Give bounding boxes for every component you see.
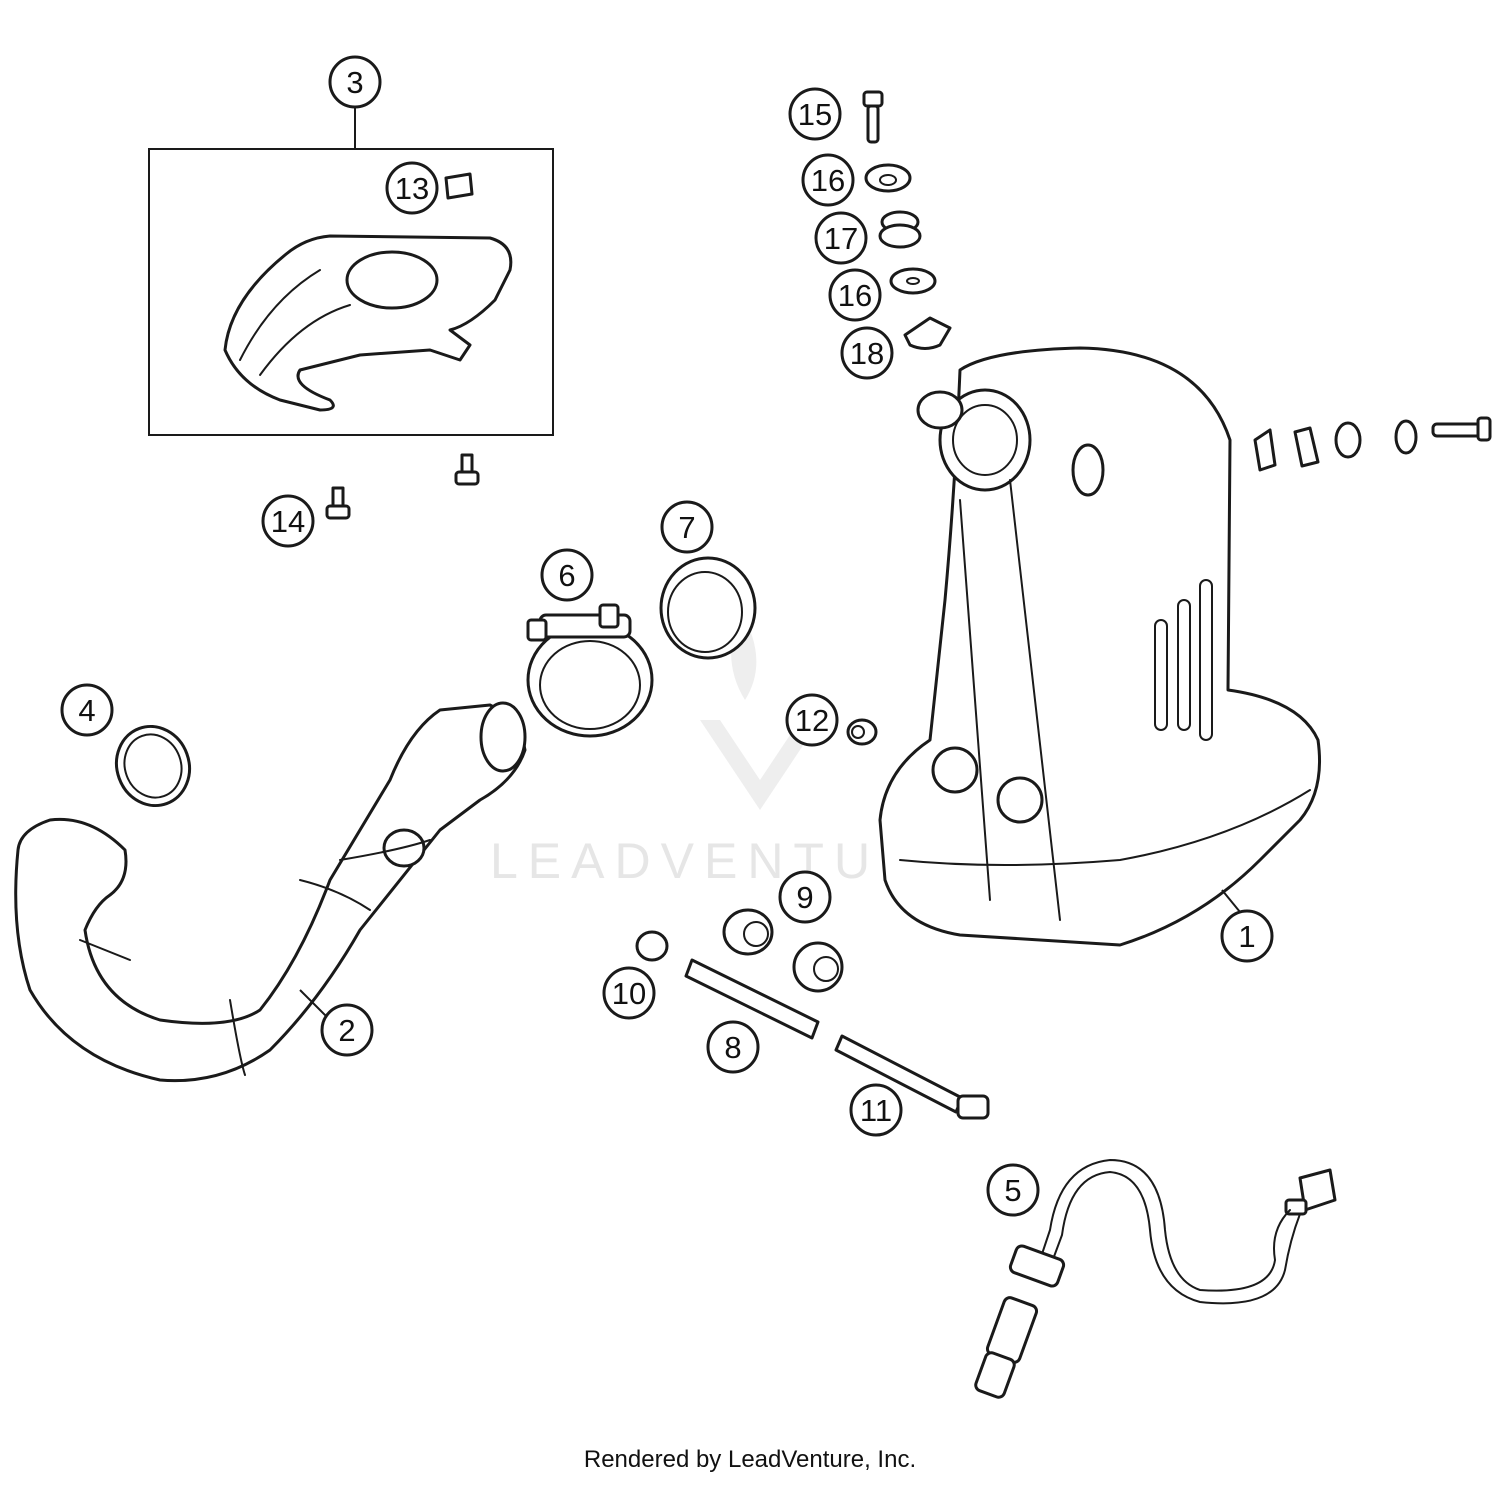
- callout-9: 9: [778, 870, 832, 924]
- callout-6-label: 6: [558, 558, 575, 593]
- callout-14: 14: [261, 494, 315, 548]
- callout-12-label: 12: [795, 703, 829, 738]
- callout-1-label: 1: [1238, 919, 1255, 954]
- callout-6: 6: [540, 548, 594, 602]
- callout-8-label: 8: [724, 1030, 741, 1065]
- callout-11-label: 11: [860, 1093, 892, 1128]
- callout-8: 8: [706, 1020, 760, 1074]
- callout-12: 12: [785, 693, 839, 747]
- muffler: [878, 346, 1322, 947]
- mounting-stack: [862, 90, 952, 350]
- callout-1: 1: [1220, 909, 1274, 963]
- header-pipe: [14, 701, 527, 1083]
- o2-sensor: [974, 1158, 1337, 1399]
- callout-16-lower-label: 16: [838, 278, 872, 313]
- callout-9-label: 9: [796, 880, 813, 915]
- callout-14-label: 14: [271, 504, 305, 539]
- callout-17-label: 17: [824, 221, 858, 256]
- screw-14: [325, 453, 480, 520]
- callout-2-label: 2: [338, 1013, 355, 1048]
- callout-13: 13: [385, 161, 439, 215]
- callout-16-upper-label: 16: [811, 163, 845, 198]
- callout-15-label: 15: [798, 97, 832, 132]
- callout-18: 18: [840, 326, 894, 380]
- callout-16-upper: 16: [801, 153, 855, 207]
- leader-lines: [299, 889, 1241, 1021]
- clamp-6: [526, 603, 654, 738]
- callout-5-label: 5: [1004, 1173, 1021, 1208]
- callout-11: 11: [849, 1083, 903, 1137]
- callout-2: 2: [320, 1003, 374, 1057]
- callout-7: 7: [660, 500, 714, 554]
- callout-4: 4: [60, 683, 114, 737]
- callout-3: 3: [328, 55, 382, 109]
- callout-16-lower: 16: [828, 268, 882, 322]
- callout-15: 15: [788, 87, 842, 141]
- bushings-and-bolts: [635, 908, 990, 1120]
- callout-10: 10: [602, 966, 656, 1020]
- callout-3-label: 3: [346, 65, 363, 100]
- side-bolt-stack: [1253, 416, 1492, 472]
- gasket-4: [115, 724, 191, 808]
- callout-4-label: 4: [78, 693, 95, 728]
- heat-shield-assembly: [148, 105, 554, 436]
- callout-5: 5: [986, 1163, 1040, 1217]
- grommet-12: [846, 718, 878, 746]
- callout-18-label: 18: [850, 336, 884, 371]
- callout-17: 17: [814, 211, 868, 265]
- gasket-ring-7: [659, 556, 757, 660]
- footer-credit: Rendered by LeadVenture, Inc.: [583, 1446, 917, 1473]
- callout-13-label: 13: [395, 171, 429, 206]
- callout-7-label: 7: [678, 510, 695, 545]
- callout-10-label: 10: [612, 976, 646, 1011]
